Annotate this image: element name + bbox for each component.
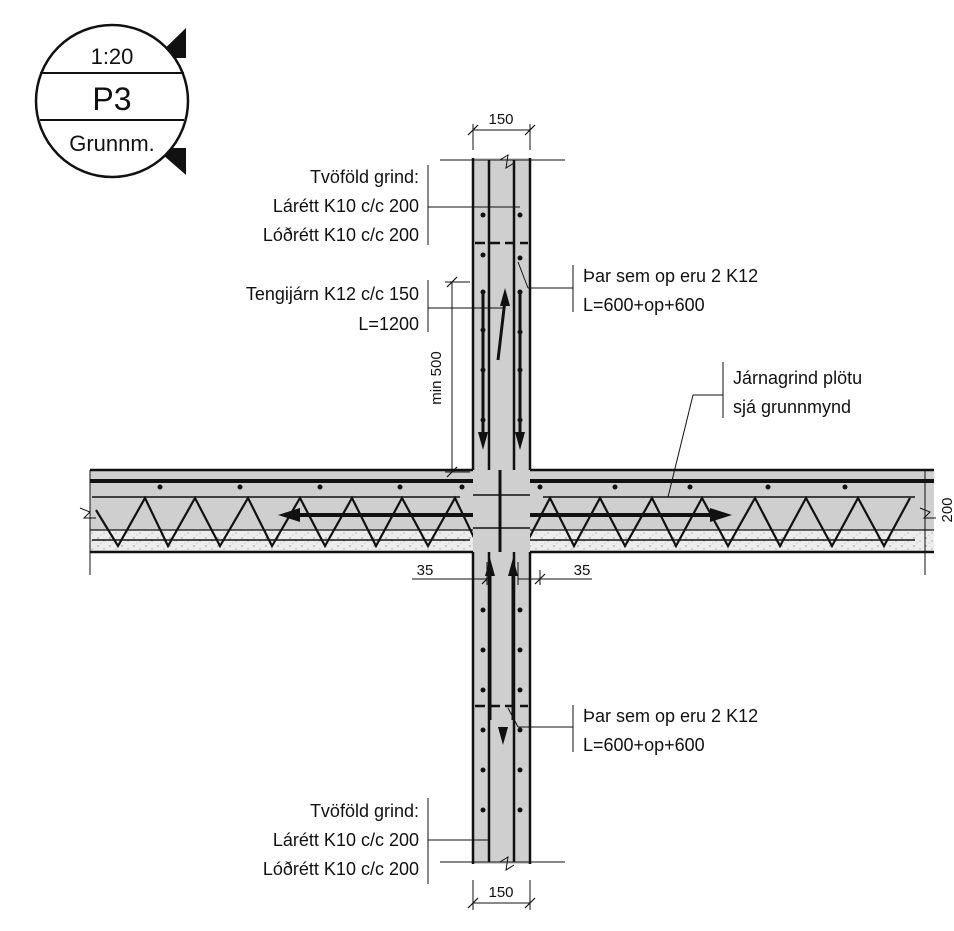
dimension-wall-top: 150: [467, 111, 536, 150]
title-block: 1:20 P3 Grunnm.: [34, 23, 190, 179]
note-bottom-grid-line3: Lóðrétt K10 c/c 200: [263, 859, 419, 879]
dimension-lap-length: min 500: [428, 276, 470, 478]
title-scale: 1:20: [91, 44, 134, 69]
dimension-wall-bottom: 150: [467, 880, 536, 910]
note-top-grid: Tvöföld grind: Lárétt K10 c/c 200 Lóðrét…: [263, 167, 419, 245]
note-top-grid-line3: Lóðrétt K10 c/c 200: [263, 225, 419, 245]
title-view: Grunnm.: [69, 131, 155, 156]
lattice-girder-right: [524, 495, 911, 549]
tie-bar-arrow-left: [278, 508, 300, 522]
dim-lap-min: min 500: [428, 351, 445, 404]
title-block-circle: [34, 23, 190, 179]
dim-wall-thickness-top: 150: [488, 111, 513, 128]
note-slab-mesh: Járnagrind plötu sjá grunnmynd: [733, 368, 862, 417]
lattice-girder-left: [95, 495, 479, 549]
note-openings-top-line1: Þar sem op eru 2 K12: [583, 266, 758, 286]
dim-cover-left: 35: [417, 562, 434, 579]
note-bottom-grid: Tvöföld grind: Lárétt K10 c/c 200 Lóðrét…: [263, 801, 419, 879]
dim-cover-right: 35: [574, 562, 591, 579]
wall: [440, 153, 565, 872]
leader-lines: [427, 165, 724, 884]
wall-lower-concrete: [473, 552, 530, 864]
note-openings-top: Þar sem op eru 2 K12 L=600+op+600: [583, 266, 758, 315]
note-tie-bars-line2: L=1200: [358, 314, 419, 334]
note-openings-bottom-line1: Þar sem op eru 2 K12: [583, 706, 758, 726]
note-top-grid-line2: Lárétt K10 c/c 200: [273, 196, 419, 216]
note-bottom-grid-line1: Tvöföld grind:: [310, 801, 419, 821]
dimension-cover: 35 35: [412, 562, 592, 585]
note-openings-bottom-line2: L=600+op+600: [583, 735, 705, 755]
note-openings-top-line2: L=600+op+600: [583, 295, 705, 315]
note-tie-bars-line1: Tengijárn K12 c/c 150: [246, 284, 419, 304]
dim-wall-thickness-bottom: 150: [488, 884, 513, 901]
note-openings-bottom: Þar sem op eru 2 K12 L=600+op+600: [583, 706, 758, 755]
note-tie-bars: Tengijárn K12 c/c 150 L=1200: [246, 284, 419, 334]
dim-slab-depth: 200: [939, 497, 954, 522]
note-slab-mesh-line1: Járnagrind plötu: [733, 368, 862, 388]
title-id: P3: [92, 81, 131, 117]
note-top-grid-line1: Tvöföld grind:: [310, 167, 419, 187]
note-slab-mesh-line2: sjá grunnmynd: [733, 397, 851, 417]
note-bottom-grid-line2: Lárétt K10 c/c 200: [273, 830, 419, 850]
tie-bar-arrow-right: [710, 508, 732, 522]
